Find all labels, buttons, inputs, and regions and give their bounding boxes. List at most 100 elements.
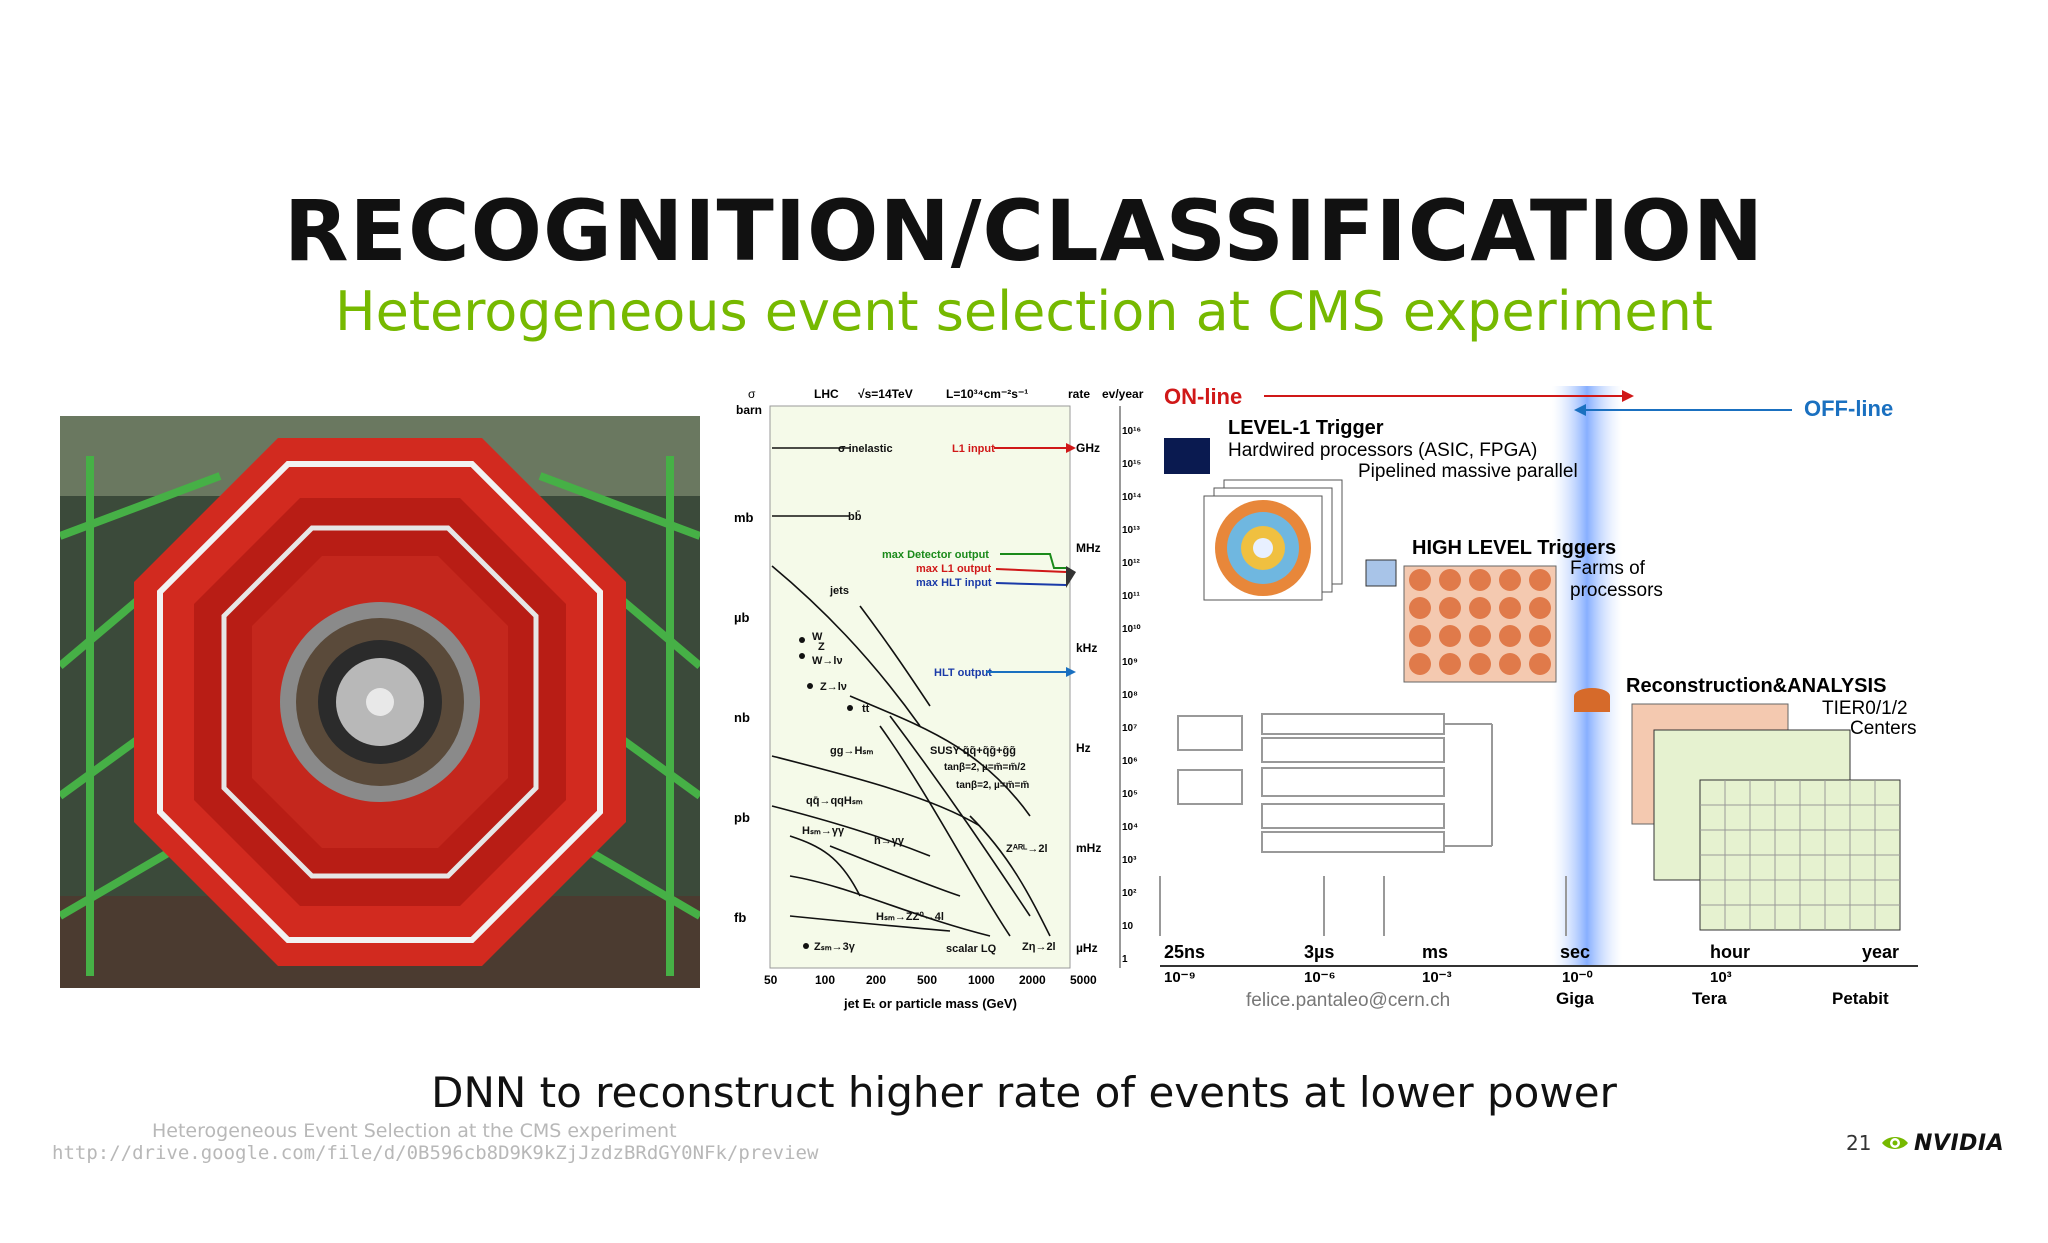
processor-node — [1529, 653, 1551, 675]
x-tick: 100 — [815, 973, 835, 987]
processor-node — [1439, 653, 1461, 675]
hlt-line1: Farms of — [1570, 558, 1646, 579]
processor-node — [1439, 597, 1461, 619]
label-tanb1: tanβ=2, µ=m̃=m̃/2 — [944, 762, 1026, 773]
label-qqh: qq̄→qqHₛₘ — [806, 795, 863, 807]
processor-node — [1499, 653, 1521, 675]
evyear-tick: 10⁸ — [1122, 690, 1138, 701]
evyear-tick: 10¹⁰ — [1122, 624, 1140, 635]
evyear-tick: 1 — [1122, 954, 1128, 965]
evyear-tick: 10¹⁶ — [1122, 426, 1141, 437]
processor-node — [1469, 625, 1491, 647]
x-tick: 200 — [866, 973, 886, 987]
rate-tick: GHz — [1076, 441, 1100, 455]
y-tick-left: µb — [734, 610, 749, 625]
label-zsm: Zₛₘ→3γ — [814, 941, 856, 953]
processor-node — [1439, 569, 1461, 591]
page-number: 21 — [1846, 1131, 1872, 1155]
processor-node — [1469, 569, 1491, 591]
plot-evyear-header: ev/year — [1102, 387, 1144, 401]
label-jets: jets — [829, 585, 849, 597]
processor-node — [1529, 597, 1551, 619]
source-url[interactable]: http://drive.google.com/file/d/0B596cb8D… — [52, 1142, 819, 1164]
processor-node — [1469, 653, 1491, 675]
hlt-processor-farm — [1403, 565, 1557, 683]
x-tick: 2000 — [1019, 973, 1046, 987]
cross-section-plot: σ barn LHC √s=14TeV L=10³⁴cm⁻²s⁻¹ rate e… — [734, 387, 1144, 1011]
processor-node — [1499, 569, 1521, 591]
label-inelastic: σ inelastic — [838, 443, 893, 455]
evyear-tick: 10 — [1122, 921, 1134, 932]
label-tt: tt̄ — [862, 703, 870, 715]
processor-node — [1409, 653, 1431, 675]
exp-label: 10⁻⁰ — [1562, 969, 1593, 986]
label-scalar: scalar LQ — [946, 943, 997, 955]
label-wlv: W→lν — [812, 655, 843, 667]
processor-node — [1409, 625, 1431, 647]
daq-block-diagram — [1177, 713, 1493, 853]
nvidia-logo: NVIDIA — [1880, 1130, 2004, 1156]
rate-tick: µHz — [1076, 941, 1098, 955]
label-gghsm: gg→Hₛₘ — [830, 745, 873, 757]
evyear-tick: 10⁴ — [1122, 822, 1138, 833]
reco-line1: TIER0/1/2 — [1822, 698, 1908, 719]
rate-tick: Hz — [1076, 741, 1091, 755]
time-label: 3µs — [1304, 942, 1334, 962]
unit-label: Giga — [1556, 989, 1594, 1008]
evyear-tick: 10¹² — [1122, 558, 1140, 569]
time-label: hour — [1710, 942, 1750, 962]
evyear-tick: 10⁵ — [1122, 789, 1138, 800]
event-display-thumbnail — [1164, 438, 1210, 474]
reco-line2: Centers — [1850, 718, 1917, 739]
evyear-tick: 10⁶ — [1122, 756, 1138, 767]
processor-node — [1529, 625, 1551, 647]
level1-line1: Hardwired processors (ASIC, FPGA) — [1228, 440, 1537, 461]
level1-line2: Pipelined massive parallel — [1358, 461, 1578, 482]
processor-node — [1499, 625, 1521, 647]
label-w: W — [812, 631, 823, 643]
unit-label: Petabit — [1832, 989, 1889, 1008]
label-zarl: Zᴬᴿᴸ→2l — [1006, 843, 1048, 855]
time-label: sec — [1560, 942, 1590, 962]
y-tick-left: fb — [734, 910, 746, 925]
slide-subtitle: Heterogeneous event selection at CMS exp… — [335, 280, 1713, 343]
hlt-title: HIGH LEVEL Triggers — [1412, 537, 1616, 559]
processor-node — [1499, 597, 1521, 619]
reco-title: Reconstruction&ANALYSIS — [1626, 675, 1886, 697]
exp-label: 10⁻³ — [1422, 969, 1452, 986]
time-arrows — [1159, 876, 1567, 936]
label-hsmgg: Hₛₘ→γγ — [802, 825, 845, 837]
plot-rate-header: rate — [1068, 387, 1090, 401]
evyear-tick: 10¹³ — [1122, 525, 1140, 536]
evyear-tick: 10¹⁵ — [1122, 459, 1141, 470]
time-label: 25ns — [1164, 942, 1205, 962]
x-tick: 1000 — [968, 973, 995, 987]
evyear-tick: 10¹¹ — [1122, 591, 1140, 602]
y-tick-left: mb — [734, 510, 754, 525]
evyear-tick: 10³ — [1122, 855, 1137, 866]
x-tick: 50 — [764, 973, 778, 987]
exp-label: 10³ — [1710, 969, 1732, 986]
offline-label: OFF-line — [1804, 396, 1893, 421]
email-credit: felice.pantaleo@cern.ch — [1246, 990, 1450, 1011]
label-maxdet: max Detector output — [882, 549, 989, 561]
label-hzz: Hₛₘ→ZZ⁰→4l — [876, 911, 944, 923]
rate-tick: MHz — [1076, 541, 1101, 555]
plot-lumi: L=10³⁴cm⁻²s⁻¹ — [946, 387, 1028, 401]
label-susy: SUSY q̃q̃+q̃g̃+g̃g̃ — [930, 745, 1016, 757]
label-zeta: Zη→2l — [1022, 941, 1056, 953]
label-hgg: h→γγ — [874, 835, 905, 847]
time-label: ms — [1422, 942, 1448, 962]
nvidia-eye-icon — [1882, 1137, 1908, 1149]
hlt-line2: processors — [1570, 580, 1663, 601]
x-tick: 500 — [917, 973, 937, 987]
label-z: Z — [818, 641, 825, 653]
slide-caption: DNN to reconstruct higher rate of events… — [431, 1068, 1617, 1117]
label-bb: bb̄ — [848, 511, 862, 523]
plot-lhc: LHC — [814, 387, 839, 401]
level1-title: LEVEL-1 Trigger — [1228, 417, 1384, 439]
processor-node — [1409, 569, 1431, 591]
nvidia-logo-text: NVIDIA — [1914, 1130, 2005, 1156]
processor-node — [1529, 569, 1551, 591]
hlt-icon — [1365, 559, 1397, 587]
